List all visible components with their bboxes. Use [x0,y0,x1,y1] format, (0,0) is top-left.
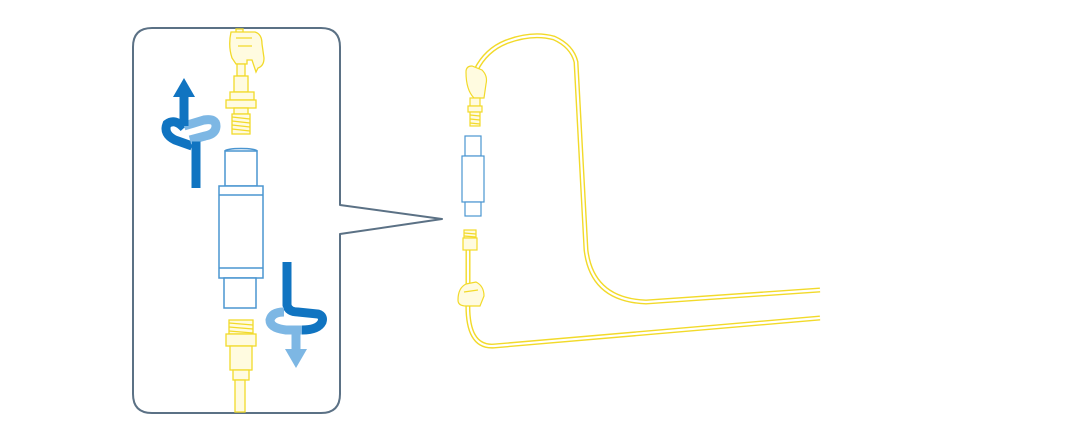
rotate-clockwise-down-arrow-icon [265,262,327,368]
tubing-set-overview [457,33,821,349]
connector-body [218,185,264,279]
overview-connector [461,135,485,217]
lower-luer-threads [228,319,254,335]
upper-luer-hub [233,75,249,93]
overview-upper-clamp [465,65,488,127]
lower-luer-hub [225,333,257,347]
upper-slide-clamp [229,31,265,74]
tubing-loop [473,33,821,305]
rotate-counterclockwise-up-arrow-icon [161,78,221,188]
callout-frame [132,27,443,414]
connector-bottom-collar [223,277,257,309]
lower-tube-segment [234,379,246,413]
overview-lower-clamp [457,229,485,307]
lower-tubing [225,319,257,413]
zoomed-connector [218,147,264,309]
connector-top-collar [224,150,258,187]
upper-luer-threads [231,113,251,135]
upper-tubing [225,28,265,135]
zoom-callout [132,27,443,414]
